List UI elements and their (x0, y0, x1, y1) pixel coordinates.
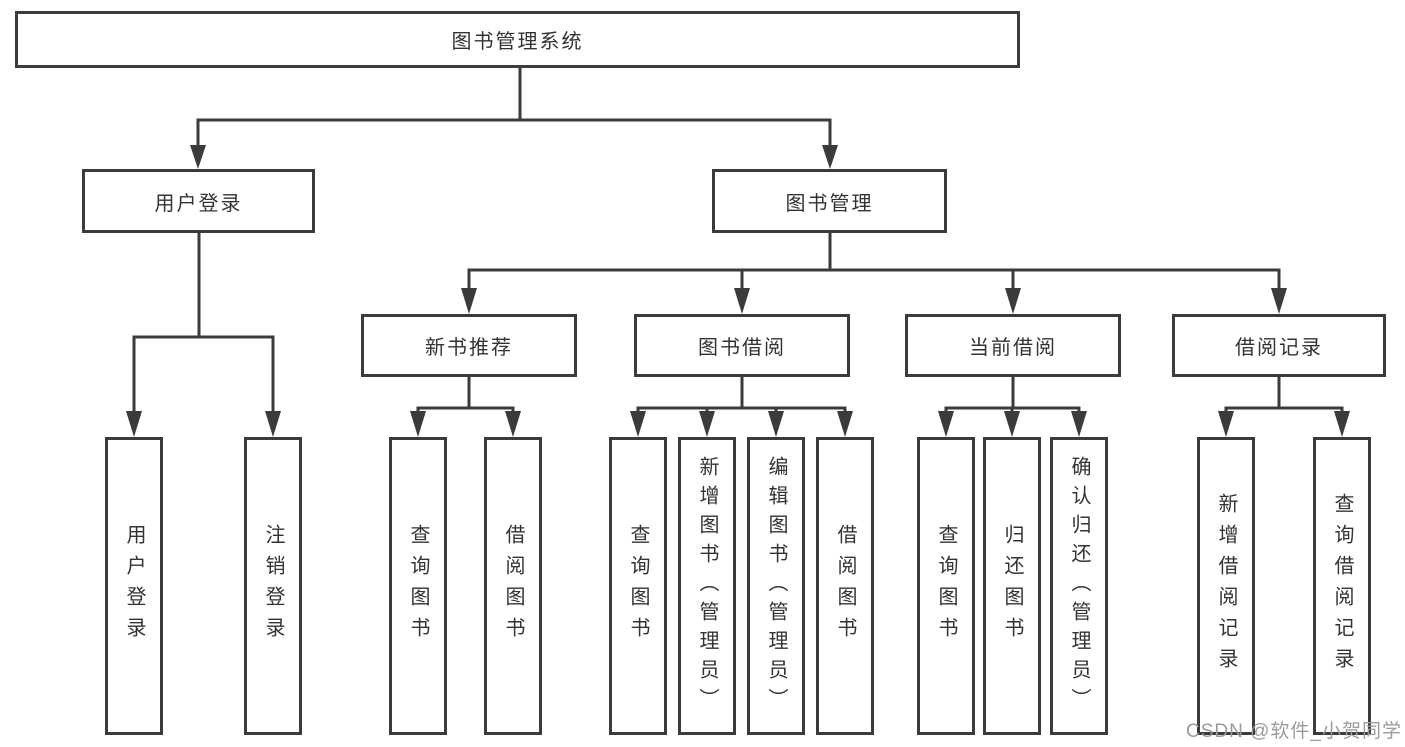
leaf-user-login: 用户登录 (105, 437, 163, 735)
leaf-add-borrow-record: 新增借阅记录 (1197, 437, 1255, 735)
leaf-query-books-recommend: 查询图书 (389, 437, 447, 735)
leaf-query-borrow-record: 查询借阅记录 (1313, 437, 1371, 735)
leaf-query-books-borrow: 查询图书 (609, 437, 667, 735)
node-book-borrow: 图书借阅 (634, 314, 850, 377)
leaf-borrow-books: 借阅图书 (816, 437, 874, 735)
node-current-borrow: 当前借阅 (905, 314, 1121, 377)
leaf-return-books: 归还图书 (983, 437, 1041, 735)
leaf-edit-books-admin: 编辑图书（管理员） (747, 437, 805, 735)
node-new-book-recommend: 新书推荐 (361, 314, 577, 377)
node-borrow-records: 借阅记录 (1172, 314, 1386, 377)
leaf-borrow-books-recommend: 借阅图书 (484, 437, 542, 735)
leaf-logout: 注销登录 (244, 437, 302, 735)
leaf-confirm-return-admin: 确认归还（管理员） (1050, 437, 1108, 735)
leaf-query-books-current: 查询图书 (917, 437, 975, 735)
node-user-login: 用户登录 (82, 169, 315, 233)
node-root-system: 图书管理系统 (15, 11, 1020, 68)
node-book-management: 图书管理 (712, 169, 947, 233)
leaf-add-books-admin: 新增图书（管理员） (678, 437, 736, 735)
csdn-watermark: CSDN @软件_小贺同学 (1186, 721, 1402, 742)
